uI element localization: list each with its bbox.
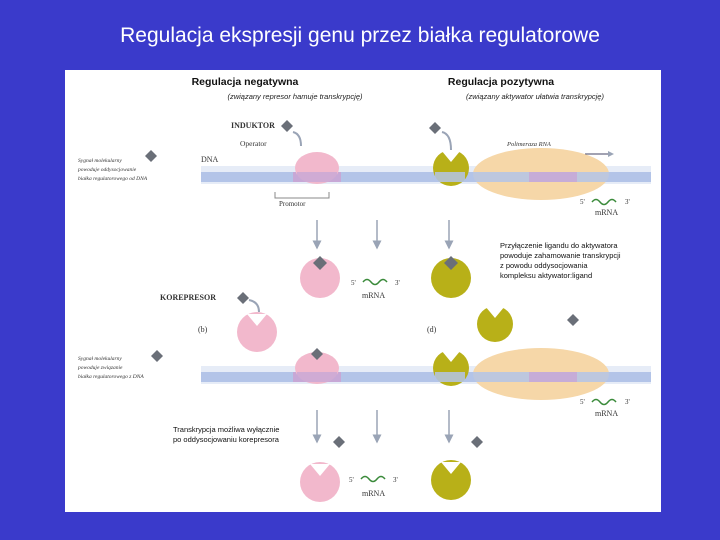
mrna-product: 5' 3' mRNA: [580, 198, 630, 217]
svg-text:3': 3': [625, 398, 630, 406]
svg-text:powoduje związanie: powoduje związanie: [77, 365, 123, 371]
regulation-figure: Regulacja negatywna (związany represor h…: [65, 70, 661, 512]
panel-d-label: (d): [427, 325, 437, 334]
svg-text:5': 5': [580, 198, 585, 206]
ligand-icon: [237, 292, 260, 313]
activator-protein: [477, 306, 513, 342]
slide-title: Regulacja ekspresji genu przez białka re…: [120, 24, 600, 47]
transcription-note: Transkrypcja możliwa wyłącznie po oddyso…: [173, 425, 280, 444]
negative-subtitle: (związany represor hamuje transkrypcję): [227, 92, 363, 101]
svg-text:powoduje oddysocjowanie: powoduje oddysocjowanie: [77, 167, 137, 173]
svg-text:3': 3': [393, 476, 398, 484]
repressor-protein: [300, 462, 340, 502]
activator-protein: [431, 256, 471, 298]
svg-text:Sygnał molekularny: Sygnał molekularny: [78, 158, 122, 164]
svg-text:po oddysocjowaniu korepresora: po oddysocjowaniu korepresora: [173, 435, 280, 444]
svg-text:mRNA: mRNA: [362, 489, 385, 498]
activator-protein: [431, 460, 471, 500]
repressor-protein: [300, 256, 340, 298]
panel-b-label: (b): [198, 325, 208, 334]
svg-text:3': 3': [395, 279, 400, 287]
ligand-icon: [333, 436, 345, 448]
signal-note-b: Sygnał molekularny powoduje związanie bi…: [77, 356, 144, 380]
positive-title: Regulacja pozytywna: [448, 76, 554, 88]
svg-text:mRNA: mRNA: [362, 291, 385, 300]
ligand-icon: [429, 122, 452, 151]
corepressor-label: KOREPRESOR: [160, 293, 216, 302]
ligand-icon: [151, 350, 163, 362]
positive-subtitle: (związany aktywator ułatwia transkrypcję…: [466, 92, 604, 101]
inductor-label: INDUKTOR: [231, 121, 275, 130]
ligand-note: Przyłączenie ligandu do aktywatora powod…: [500, 241, 621, 280]
ligand-icon: [567, 314, 579, 326]
ligand-icon: [145, 150, 157, 162]
ligand-icon: [281, 120, 302, 147]
promoter-label: Promotor: [279, 200, 306, 208]
negative-title: Regulacja negatywna: [192, 76, 299, 88]
svg-text:Sygnał molekularny: Sygnał molekularny: [78, 356, 122, 362]
svg-text:5': 5': [349, 476, 354, 484]
repressor-protein: [237, 312, 277, 352]
svg-text:5': 5': [580, 398, 585, 406]
signal-note-a: Sygnał molekularny powoduje oddysocjowan…: [77, 158, 148, 182]
dna-label: DNA: [201, 155, 219, 164]
svg-text:3': 3': [625, 198, 630, 206]
svg-text:białka regulatorowego od DNA: białka regulatorowego od DNA: [78, 176, 148, 182]
svg-text:z powodu oddysocjowania: z powodu oddysocjowania: [500, 261, 588, 270]
svg-text:5': 5': [351, 279, 356, 287]
mrna-product: 5' 3' mRNA: [349, 475, 398, 498]
mrna-product: 5' 3' mRNA: [580, 398, 630, 418]
svg-text:Przyłączenie ligandu do aktywa: Przyłączenie ligandu do aktywatora: [500, 241, 618, 250]
svg-text:białka regulatorowego z DNA: białka regulatorowego z DNA: [78, 374, 144, 380]
svg-text:kompleksu aktywator:ligand: kompleksu aktywator:ligand: [500, 271, 592, 280]
svg-text:mRNA: mRNA: [595, 208, 618, 217]
svg-text:Transkrypcja możliwa wyłącznie: Transkrypcja możliwa wyłącznie: [173, 425, 279, 434]
mrna-product: 5' 3' mRNA: [351, 278, 400, 300]
ligand-icon: [471, 436, 483, 448]
polymerase-label: Polimeraza RNA: [506, 141, 551, 148]
svg-text:mRNA: mRNA: [595, 409, 618, 418]
operator-label: Operator: [240, 139, 267, 148]
svg-text:powoduje zahamowanie transkryp: powoduje zahamowanie transkrypcji: [500, 251, 621, 260]
